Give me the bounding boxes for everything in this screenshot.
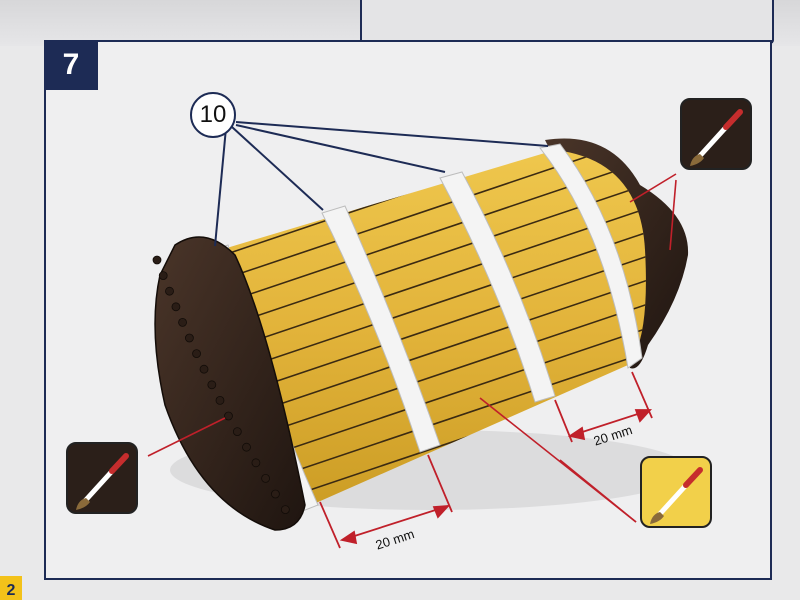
part-number-callout: 10: [190, 92, 236, 138]
rivet: [165, 286, 174, 296]
rivet: [178, 317, 187, 327]
paintbrush-icon: [690, 109, 743, 166]
rivet: [271, 489, 280, 499]
rivet: [261, 473, 270, 483]
part-leader-lines: [214, 121, 549, 247]
rivet: [185, 333, 194, 343]
near-end-cap: [154, 236, 306, 531]
rivet: [207, 380, 217, 390]
paintbrush-icon: [76, 453, 129, 510]
band-middle-2: [439, 171, 556, 403]
step-number-badge: 7: [44, 40, 98, 90]
band-middle-1: [321, 205, 441, 453]
stave-line: [215, 203, 646, 360]
paintbrush-icon: [650, 467, 703, 524]
rivet: [199, 364, 209, 374]
paint-swatch-yellow: [640, 456, 712, 528]
rivet: [192, 349, 201, 359]
dimension-arrows: [319, 371, 653, 549]
rivet: [224, 411, 233, 421]
previous-step-frame: [360, 0, 774, 44]
cap-rivets: [152, 255, 290, 515]
rivet: [242, 442, 251, 452]
paint-swatch-dark: [66, 442, 138, 514]
rivet: [251, 458, 261, 468]
paint-swatch-dark-top: [680, 98, 752, 170]
page-number: 2: [0, 576, 22, 600]
rivet: [171, 302, 181, 312]
rivet: [158, 271, 168, 281]
rivet: [280, 505, 290, 515]
stave-line: [215, 150, 646, 288]
paint-leader-lines: [147, 173, 677, 523]
rivet: [152, 255, 162, 265]
stave-line: [215, 227, 646, 384]
rivet: [232, 427, 242, 437]
rivet: [215, 395, 225, 405]
band-far: [539, 143, 643, 369]
